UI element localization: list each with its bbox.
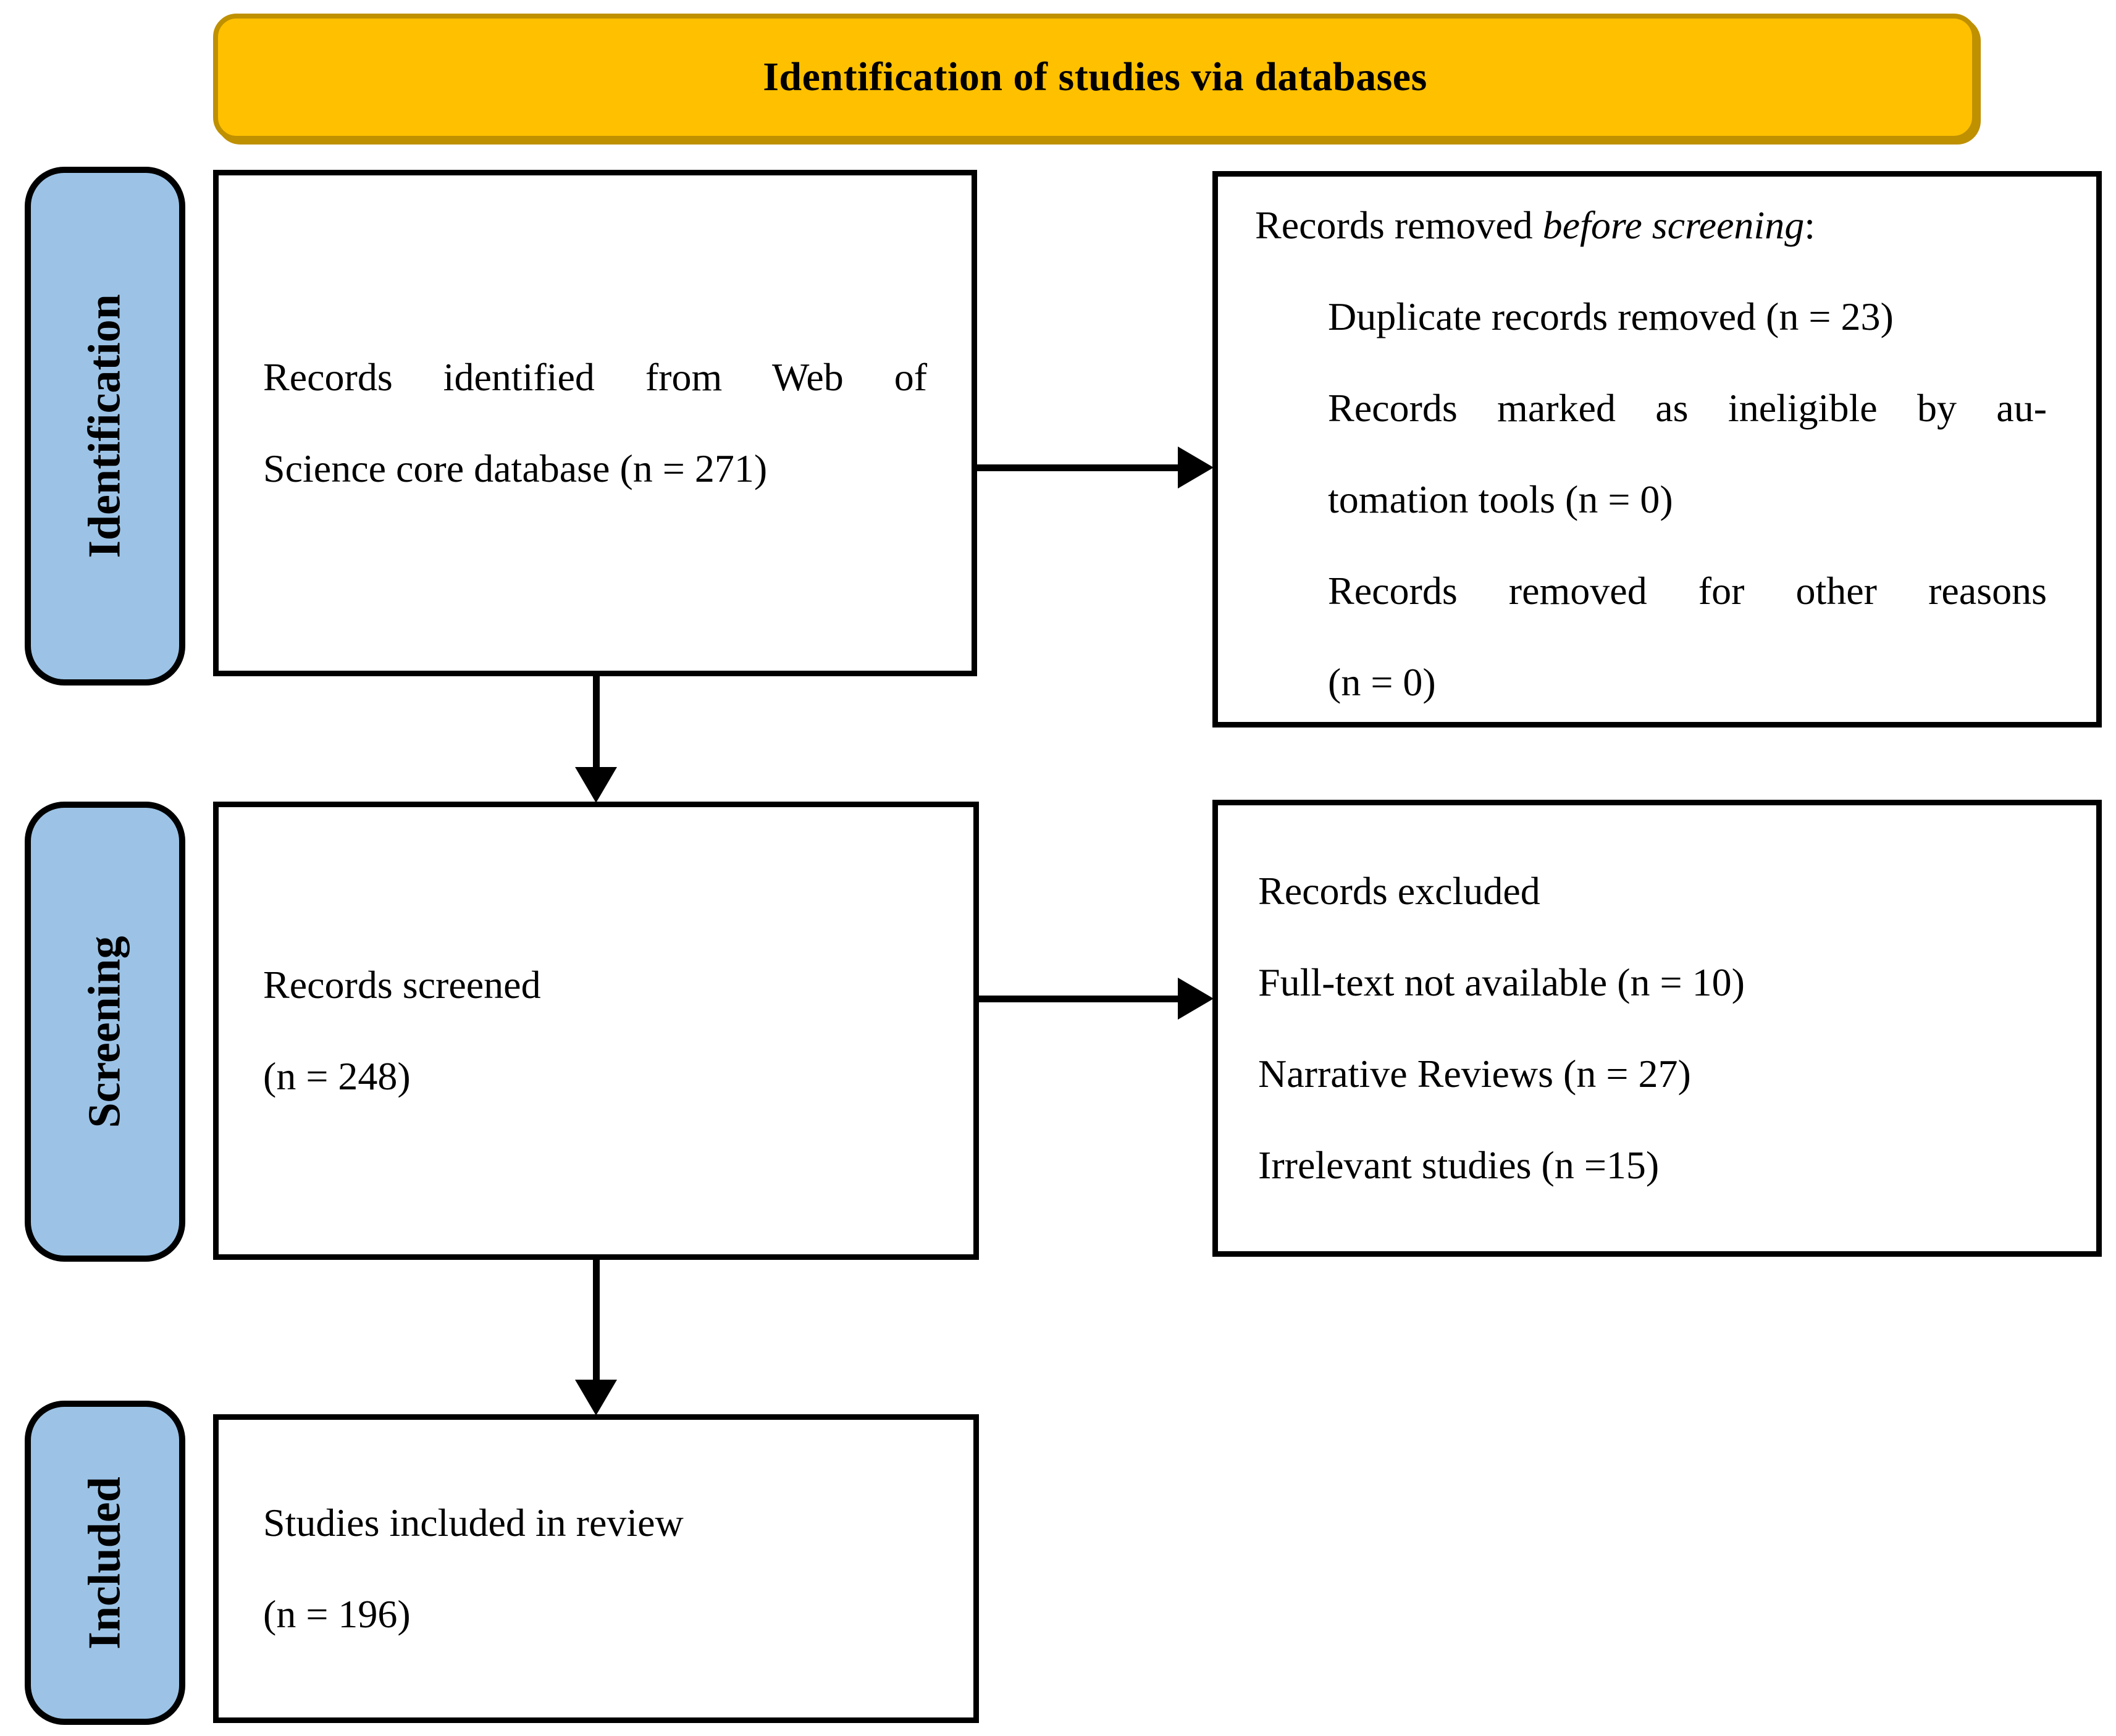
text-segment: : bbox=[1804, 203, 1815, 247]
header-banner: Identification of studies via databases bbox=[213, 14, 1977, 141]
text-line: Records removed before screening: bbox=[1255, 180, 2047, 271]
box-records-removed-before-screening: Records removed before screening: Duplica… bbox=[1212, 171, 2102, 728]
text-line: (n = 196) bbox=[263, 1569, 929, 1660]
stage-label-included: Included bbox=[25, 1401, 185, 1725]
text-segment: Records removed bbox=[1255, 203, 1543, 247]
text-segment: Studies included in review bbox=[263, 1501, 684, 1545]
text-line: Narrative Reviews (n = 27) bbox=[1258, 1028, 2047, 1120]
text-segment: Science core database (n = 271) bbox=[263, 447, 768, 490]
text-line: Irrelevant studies (n =15) bbox=[1258, 1120, 2047, 1211]
text-segment: tomation tools (n = 0) bbox=[1328, 477, 1673, 521]
text-segment: Records identified from Web of bbox=[263, 355, 927, 399]
text-segment: (n = 0) bbox=[1328, 660, 1436, 704]
text-line: Records excluded bbox=[1258, 845, 2047, 937]
text-line: Records removed for other reasons bbox=[1255, 545, 2047, 637]
stage-label-screening: Screening bbox=[25, 802, 185, 1262]
text-line: Records identified from Web of bbox=[263, 332, 927, 423]
box-records-screened: Records screened (n = 248) bbox=[213, 802, 979, 1260]
text-line: Duplicate records removed (n = 23) bbox=[1255, 271, 2047, 363]
text-line: Full-text not available (n = 10) bbox=[1258, 937, 2047, 1028]
arrow-screened-to-excluded-shaft bbox=[979, 996, 1182, 1002]
text-segment: Full-text not available (n = 10) bbox=[1258, 960, 1745, 1004]
text-segment: Narrative Reviews (n = 27) bbox=[1258, 1052, 1691, 1096]
arrow-identified-to-screened-head-icon bbox=[575, 767, 617, 803]
stage-label-identification: Identification bbox=[25, 167, 185, 686]
stage-label-identification-text: Identification bbox=[79, 294, 130, 558]
banner-title: Identification of studies via databases bbox=[763, 54, 1427, 99]
text-segment: (n = 196) bbox=[263, 1592, 411, 1636]
arrow-screened-to-included-shaft bbox=[593, 1260, 600, 1383]
text-line: tomation tools (n = 0) bbox=[1255, 454, 2047, 545]
text-segment: Irrelevant studies (n =15) bbox=[1258, 1143, 1660, 1187]
box-studies-included: Studies included in review (n = 196) bbox=[213, 1414, 979, 1723]
box-records-identified: Records identified from Web of Science co… bbox=[213, 170, 977, 676]
text-line: Records marked as ineligible by au- bbox=[1255, 363, 2047, 454]
text-segment: Records screened bbox=[263, 963, 541, 1007]
arrow-screened-to-excluded-head-icon bbox=[1178, 978, 1214, 1020]
text-line: (n = 0) bbox=[1255, 637, 2047, 728]
stage-label-screening-text: Screening bbox=[79, 935, 130, 1128]
arrow-identified-to-screened-shaft bbox=[593, 676, 600, 772]
text-line: Records screened bbox=[263, 939, 929, 1031]
text-segment: before screening bbox=[1542, 203, 1805, 247]
text-line: Studies included in review bbox=[263, 1477, 929, 1569]
arrow-identified-to-removed-head-icon bbox=[1178, 447, 1214, 489]
text-segment: Records marked as ineligible by au- bbox=[1328, 385, 2047, 430]
text-segment: (n = 248) bbox=[263, 1054, 411, 1098]
stage-label-included-text: Included bbox=[79, 1476, 130, 1650]
text-segment: Duplicate records removed (n = 23) bbox=[1328, 294, 1894, 338]
text-line: (n = 248) bbox=[263, 1031, 929, 1122]
text-line: Science core database (n = 271) bbox=[263, 423, 927, 514]
arrow-identified-to-removed-shaft bbox=[977, 464, 1182, 471]
text-segment: Records removed for other reasons bbox=[1328, 568, 2047, 613]
text-segment: Records excluded bbox=[1258, 869, 1540, 913]
arrow-screened-to-included-head-icon bbox=[575, 1380, 617, 1415]
